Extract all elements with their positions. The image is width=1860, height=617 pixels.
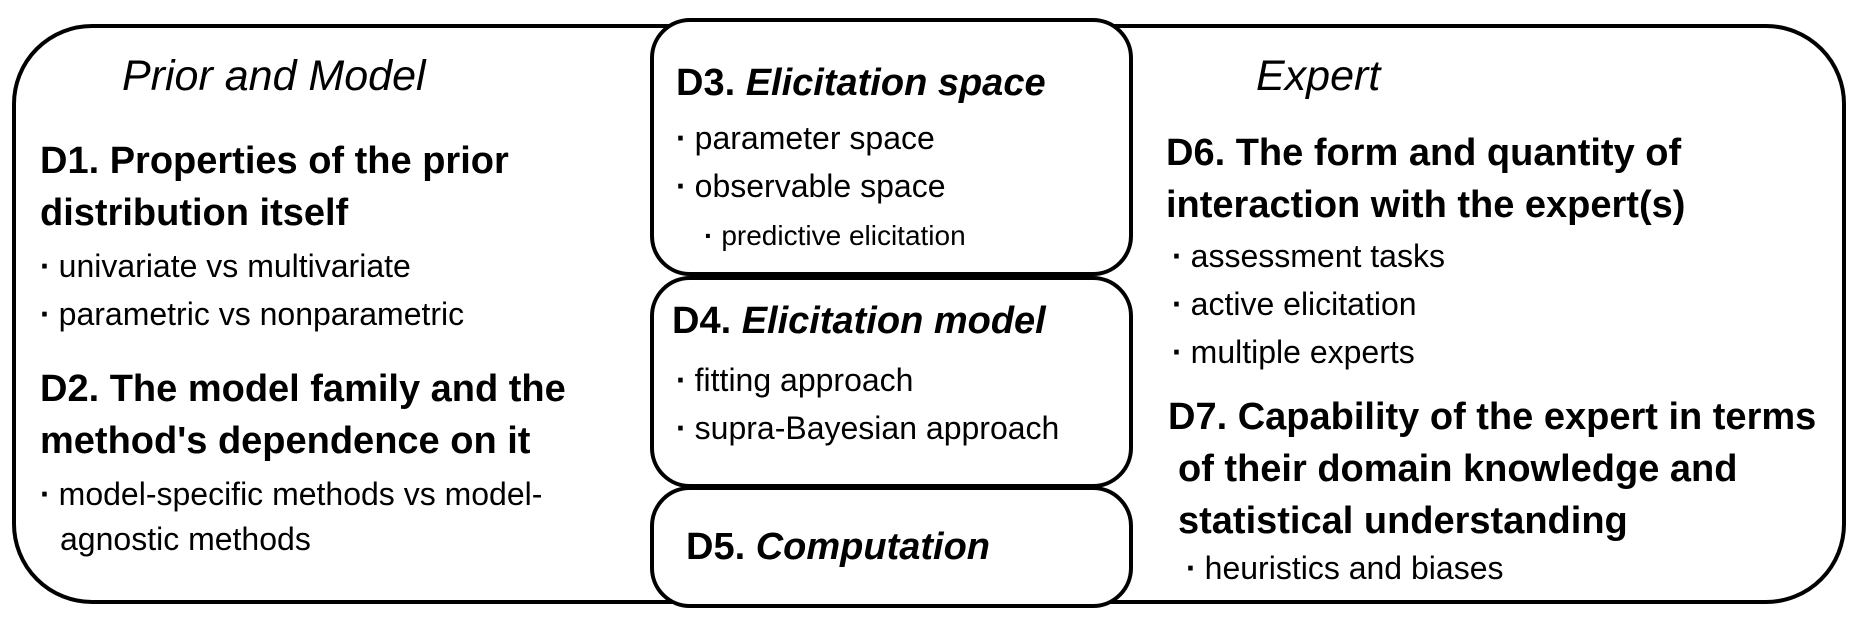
d3-subitem-predictive: ·predictive elicitation (704, 220, 966, 251)
bullet-icon: · (40, 296, 51, 332)
d6-number: D6. (1166, 132, 1226, 174)
bullet-icon: · (40, 476, 51, 512)
d3-number: D3. (676, 62, 736, 104)
bullet-icon: · (676, 120, 687, 156)
d1-number: D1. (40, 140, 100, 182)
d5-box (650, 486, 1133, 608)
d2-number: D2. (40, 368, 100, 410)
section-title-expert: Expert (1256, 52, 1381, 100)
d6-heading: D6. The form and quantity of (1166, 128, 1681, 178)
bullet-icon: · (704, 220, 714, 251)
bullet-icon: · (1172, 286, 1183, 322)
d4-number: D4. (672, 300, 732, 342)
d4-heading: D4. Elicitation model (672, 296, 1046, 346)
d2-heading: D2. The model family and the (40, 364, 566, 414)
d3-item-observable-space: ·observable space (676, 168, 946, 204)
d1-item-parametric: ·parametric vs nonparametric (40, 296, 465, 332)
d6-title-line2: interaction with the expert(s) (1166, 184, 1686, 226)
d3-box (650, 18, 1133, 276)
d6-item-multiple-experts: ·multiple experts (1172, 334, 1415, 370)
bullet-icon: · (676, 362, 687, 398)
bullet-icon: · (676, 410, 687, 446)
d5-title: Computation (755, 526, 990, 568)
bullet-icon: · (676, 168, 687, 204)
d5-heading: D5. Computation (686, 522, 990, 572)
d3-heading: D3. Elicitation space (676, 58, 1046, 108)
d6-item-active-elicitation: ·active elicitation (1172, 286, 1417, 322)
d3-title: Elicitation space (745, 62, 1046, 104)
d7-heading: D7. Capability of the expert in terms (1168, 392, 1816, 442)
d7-title-line2: of their domain knowledge and (1178, 448, 1738, 490)
d7-item-heuristics: ·heuristics and biases (1186, 550, 1504, 586)
d4-item-fitting: ·fitting approach (676, 362, 914, 398)
d1-item-univariate: ·univariate vs multivariate (40, 248, 411, 284)
d5-number: D5. (686, 526, 746, 568)
d3-item-parameter-space: ·parameter space (676, 120, 935, 156)
bullet-icon: · (1172, 238, 1183, 274)
d6-item-assessment-tasks: ·assessment tasks (1172, 238, 1445, 274)
section-title-prior-and-model: Prior and Model (122, 52, 426, 100)
d2-title-line2: method's dependence on it (40, 420, 531, 462)
bullet-icon: · (1172, 334, 1183, 370)
bullet-icon: · (40, 248, 51, 284)
d1-title-line2: distribution itself (40, 192, 349, 234)
d2-item-line2: agnostic methods (60, 521, 311, 557)
bullet-icon: · (1186, 550, 1197, 586)
d4-item-supra-bayesian: ·supra-Bayesian approach (676, 410, 1060, 446)
d4-box (650, 276, 1133, 488)
d4-title: Elicitation model (741, 300, 1046, 342)
d7-title-line1: Capability of the expert in terms (1237, 396, 1817, 438)
d1-title-line1: Properties of the prior (109, 140, 509, 182)
d2-title-line1: The model family and the (109, 368, 566, 410)
d2-item-line1: ·model-specific methods vs model- (40, 476, 543, 512)
d6-title-line1: The form and quantity of (1235, 132, 1682, 174)
d7-number: D7. (1168, 396, 1228, 438)
d7-title-line3: statistical understanding (1178, 500, 1628, 542)
d1-heading: D1. Properties of the prior (40, 136, 509, 186)
